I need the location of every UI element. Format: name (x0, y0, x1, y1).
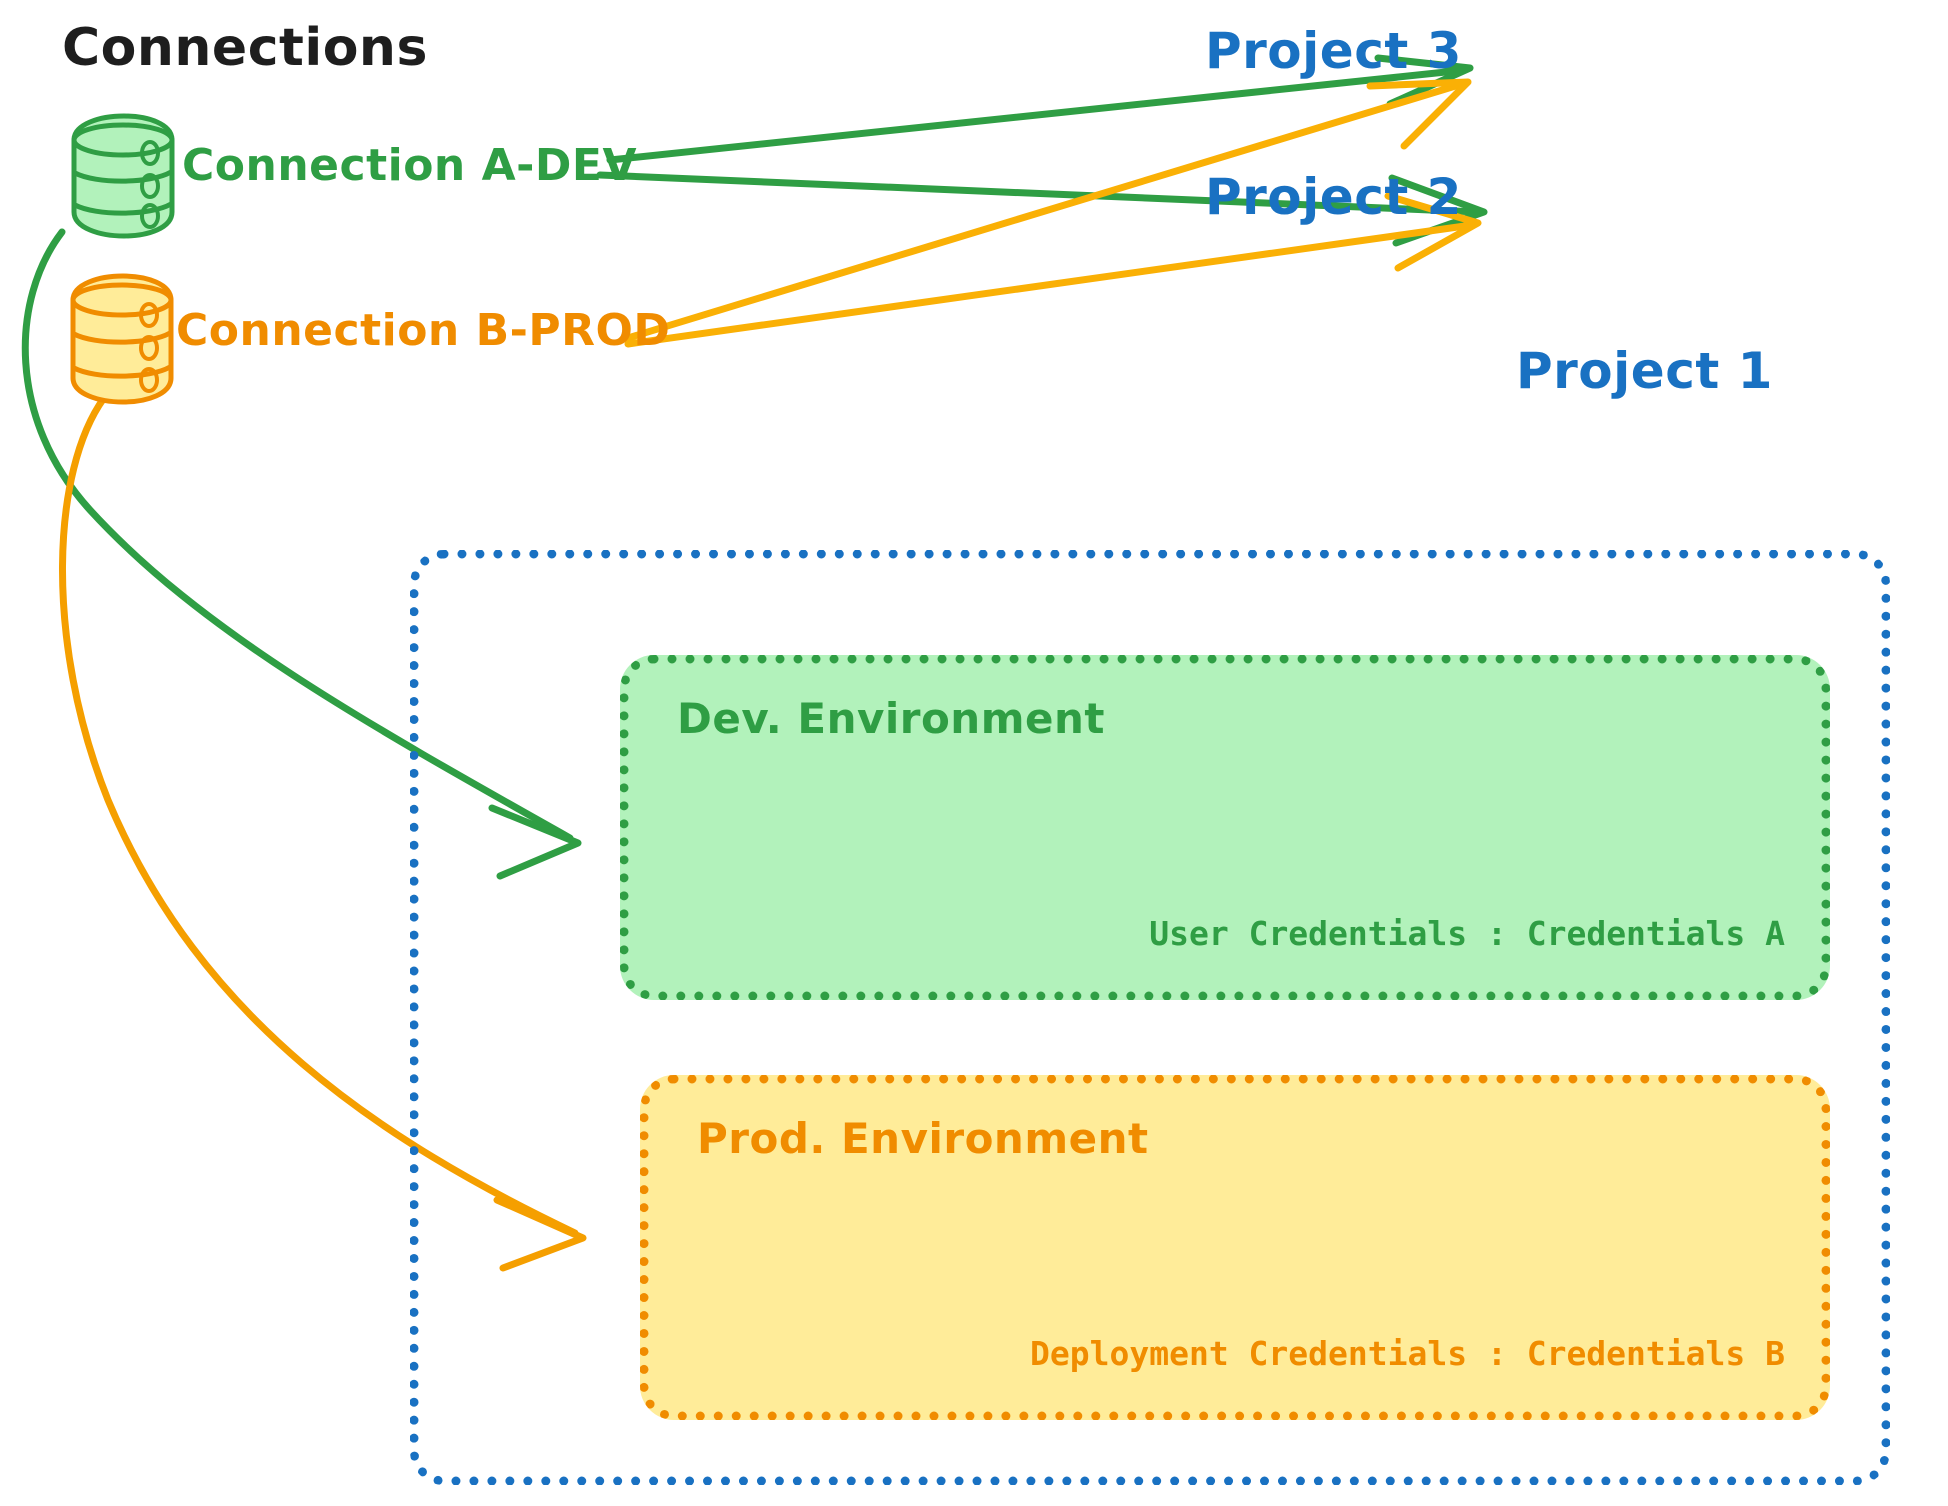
database-icon-connection-b-prod (70, 273, 174, 405)
project-label-2[interactable]: Project 2 (1205, 168, 1462, 226)
connection-label-b-prod[interactable]: Connection B-PROD (176, 305, 671, 356)
prod-environment-box[interactable]: Prod. Environment Deployment Credentials… (640, 1075, 1830, 1420)
prod-environment-credentials: Deployment Credentials : Credentials B (1030, 1334, 1785, 1373)
arrow-b-prod-to-project-2 (624, 192, 1482, 348)
project-1-container (410, 550, 1890, 1485)
arrow-a-dev-to-project-3 (606, 54, 1474, 164)
page-title: Connections (62, 18, 428, 78)
arrow-b-prod-to-project-3 (624, 78, 1472, 342)
dev-environment-title: Dev. Environment (677, 694, 1105, 743)
database-icon-connection-a-dev (71, 113, 175, 239)
connection-label-a-dev[interactable]: Connection A-DEV (182, 140, 638, 191)
project-label-3[interactable]: Project 3 (1205, 22, 1462, 80)
dev-environment-credentials: User Credentials : Credentials A (1149, 914, 1785, 953)
dev-environment-box[interactable]: Dev. Environment User Credentials : Cred… (620, 655, 1830, 1000)
arrow-a-dev-to-dev-environment (21, 228, 582, 880)
project-label-1[interactable]: Project 1 (1516, 342, 1773, 400)
prod-environment-title: Prod. Environment (697, 1114, 1149, 1163)
